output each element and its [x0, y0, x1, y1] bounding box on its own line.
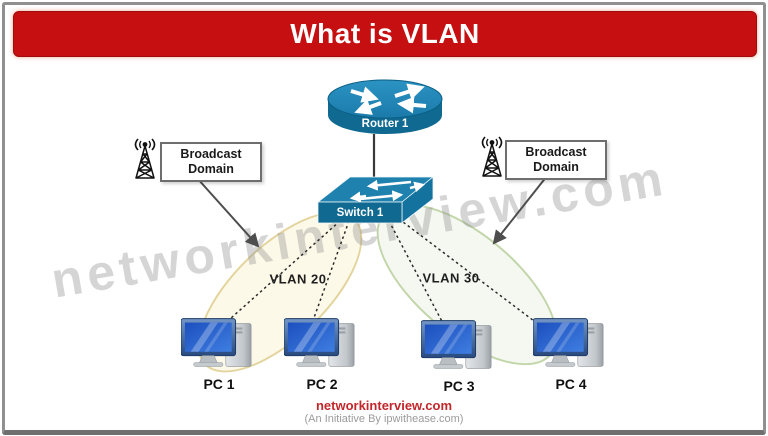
- title-banner: What is VLAN: [13, 11, 757, 57]
- desktop-pc-icon: [532, 318, 604, 367]
- broadcast-label-line2: Domain: [188, 162, 234, 176]
- vlan30-label: VLAN 30: [422, 270, 480, 286]
- pc4-device: PC 4: [532, 318, 610, 392]
- footer-tagline: (An Initiative By ipwithease.com): [304, 413, 464, 425]
- pc2-device: PC 2: [283, 318, 361, 392]
- antenna-icon: [134, 138, 156, 179]
- router-device: Router 1: [325, 78, 445, 145]
- router-icon: Router 1: [327, 79, 443, 134]
- pc-label: PC 3: [443, 378, 475, 394]
- page-title: What is VLAN: [290, 18, 480, 49]
- right-antenna: [476, 136, 508, 183]
- pc1-device: PC 1: [180, 318, 258, 392]
- left-broadcast-callout: Broadcast Domain: [160, 142, 262, 182]
- pc3-device: PC 3: [420, 320, 498, 394]
- pc-label: PC 1: [203, 376, 235, 392]
- desktop-pc-icon: [180, 318, 252, 367]
- desktop-pc-icon: [283, 318, 355, 367]
- footer: networkinterview.com (An Initiative By i…: [0, 399, 768, 426]
- right-broadcast-callout: Broadcast Domain: [505, 140, 607, 180]
- left-broadcast-arrow: [196, 177, 260, 248]
- vlan20-label: VLAN 20: [269, 271, 327, 287]
- footer-site-link: networkinterview.com: [315, 398, 453, 413]
- pc-label: PC 2: [306, 376, 338, 392]
- broadcast-label-line1: Broadcast: [525, 145, 587, 159]
- switch-icon: Switch 1: [316, 176, 435, 224]
- antenna-icon: [481, 136, 503, 177]
- switch-device: Switch 1: [316, 172, 436, 231]
- left-antenna: [129, 138, 161, 185]
- right-broadcast-arrow: [492, 175, 548, 245]
- switch-label: Switch 1: [337, 207, 384, 219]
- router-label: Router 1: [362, 118, 409, 130]
- broadcast-label-line2: Domain: [533, 160, 579, 174]
- desktop-pc-icon: [420, 320, 492, 369]
- pc-label: PC 4: [555, 376, 587, 392]
- broadcast-label-line1: Broadcast: [180, 147, 242, 161]
